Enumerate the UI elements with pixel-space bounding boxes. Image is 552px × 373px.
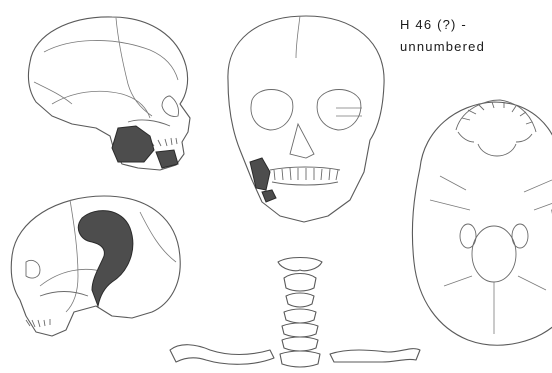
vertebra-c3 [286,293,314,307]
vertebra-c2 [284,274,316,292]
skull-frontal-view [228,16,384,222]
skull-lateral-view [28,17,190,170]
specimen-label-line-2: unnumbered [400,39,485,55]
vertebra-c7 [280,351,320,367]
skull-frontal-cranium [228,16,384,222]
skull-lateral-view-lower [11,196,180,336]
skull-lateral-cranium [28,17,190,170]
vertebra-c6 [282,337,318,351]
vertebra-c5 [282,323,318,337]
vertebra-c4 [284,309,316,323]
specimen-label-line-1: H 46 (?) - [400,17,467,33]
vertebral-column [278,258,322,368]
left-clavicle [170,345,274,365]
skull-basal-view [412,100,552,345]
skull-basal-outline [412,102,552,345]
right-clavicle [330,349,420,362]
vertebra-c1 [278,258,322,271]
